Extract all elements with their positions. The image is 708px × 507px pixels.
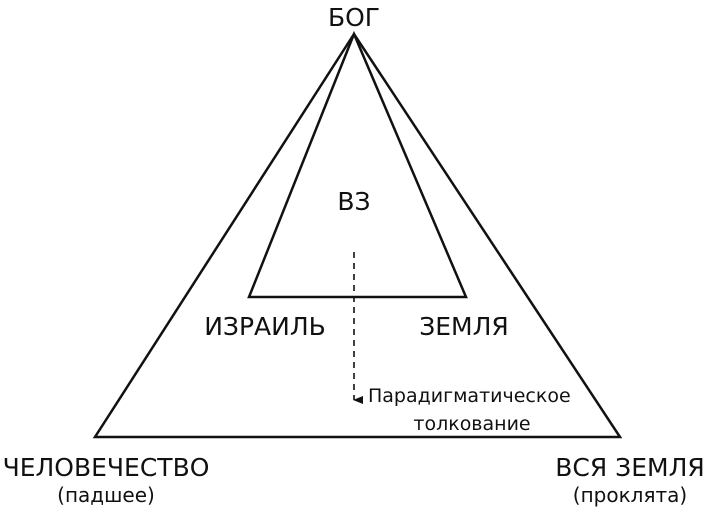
label-bottom-left-title: ЧЕЛОВЕЧЕСТВО: [3, 453, 210, 482]
annotation-line-2: толкование: [413, 413, 530, 435]
label-inner-right: ЗЕМЛЯ: [419, 312, 509, 341]
inner-triangle: [247, 30, 468, 299]
annotation-line-1: Парадигматическое: [368, 385, 571, 407]
label-bottom-right-sub: (проклята): [573, 483, 687, 507]
label-inner-left: ИЗРАИЛЬ: [204, 312, 326, 341]
label-bottom-right-title: ВСЯ ЗЕМЛЯ: [555, 453, 705, 482]
label-bottom-left-sub: (падшее): [57, 483, 155, 507]
label-top: БОГ: [328, 3, 380, 32]
outer-triangle: [92, 31, 623, 439]
label-inner-center: ВЗ: [337, 187, 370, 216]
